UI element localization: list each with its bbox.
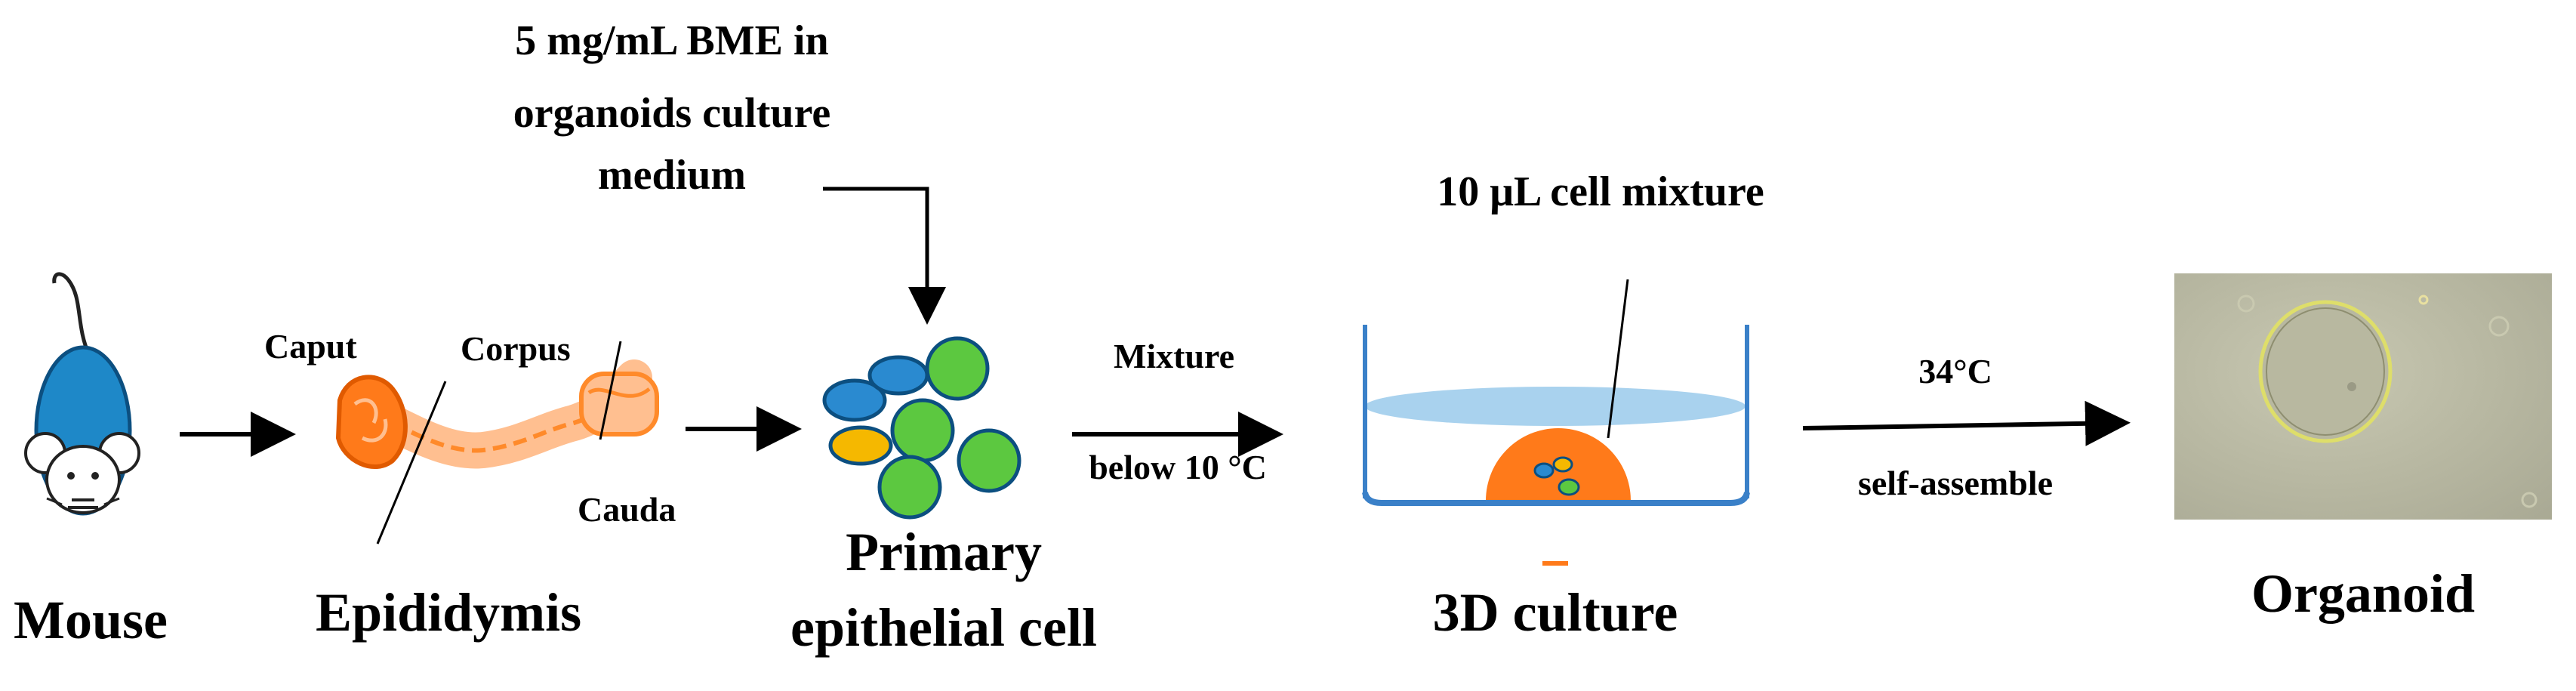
label-3d-culture: 3D culture <box>1432 582 1678 643</box>
arrow-self-assemble <box>1802 400 2131 446</box>
label-corpus: Corpus <box>461 329 571 368</box>
mouse-icon <box>24 272 140 516</box>
label-caput: Caput <box>264 327 357 366</box>
corpus-cauda-divider <box>599 341 622 440</box>
label-mixture: Mixture <box>1113 337 1235 375</box>
label-bme-line3: medium <box>598 152 746 199</box>
caput-corpus-divider <box>376 381 447 544</box>
label-temp: 34°C <box>1918 352 1992 390</box>
arrow-bme-to-cells <box>823 187 946 325</box>
label-bme-line2: organoids culture <box>513 90 831 137</box>
label-self-assemble: self-assemble <box>1857 464 2054 502</box>
label-below-temp: below 10 °C <box>1089 448 1267 486</box>
label-primary-line1: Primary <box>846 522 1042 582</box>
label-mouse: Mouse <box>14 590 168 650</box>
label-cauda: Cauda <box>578 490 676 529</box>
label-primary-line2: epithelial cell <box>790 597 1097 658</box>
cell-mixture-pointer <box>1607 279 1629 439</box>
organoid-micrograph <box>2174 273 2552 520</box>
label-organoid: Organoid <box>2251 563 2476 624</box>
label-bme-line1: 5 mg/mL BME in <box>515 17 829 64</box>
primary-cells-cluster <box>822 336 1021 520</box>
label-epididymis: Epididymis <box>316 582 582 643</box>
organoid-sphere <box>2237 295 2537 508</box>
epididymis-tissue <box>335 359 659 470</box>
culture-dish <box>1362 325 1750 566</box>
label-cell-mixture: 10 μL cell mixture <box>1437 168 1764 215</box>
